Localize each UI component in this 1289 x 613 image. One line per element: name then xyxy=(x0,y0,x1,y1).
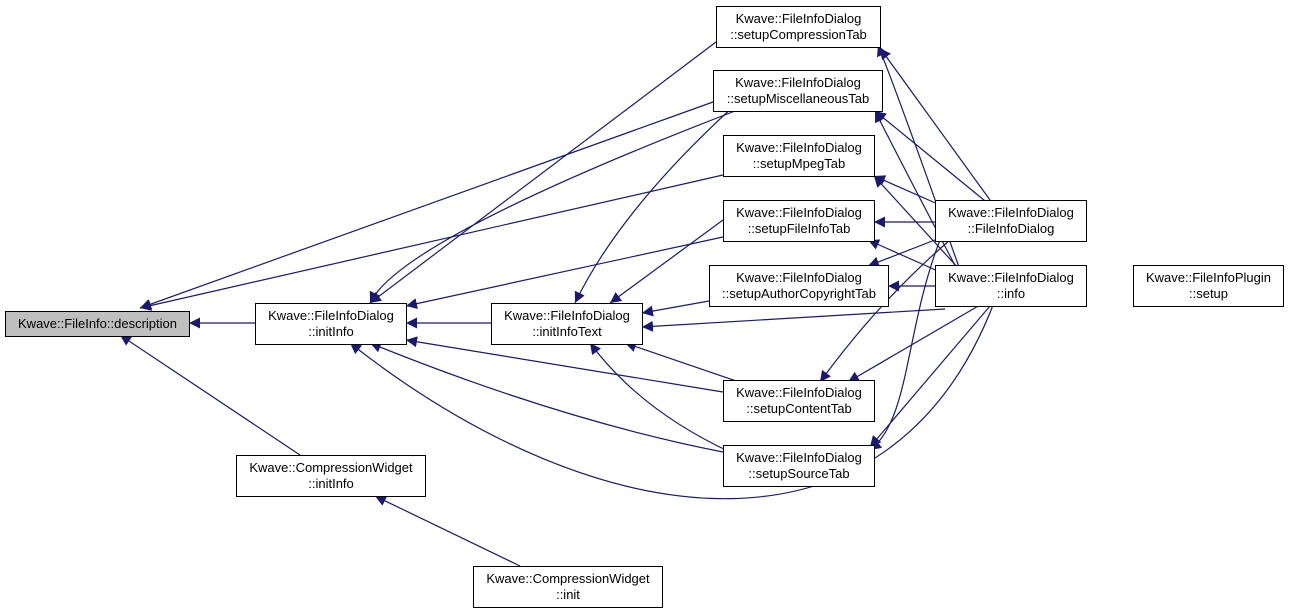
node-box xyxy=(1133,265,1284,307)
node-contentTab[interactable]: Kwave::FileInfoDialog::setupContentTab xyxy=(723,380,875,422)
node-label: ::setupAuthorCopyrightTab xyxy=(722,286,876,301)
node-label: Kwave::FileInfo::description xyxy=(18,316,177,331)
node-box xyxy=(491,303,643,345)
node-initInfoText[interactable]: Kwave::FileInfoDialog::initInfoText xyxy=(491,303,643,345)
edge-fileInfoDialog-to-miscTab xyxy=(874,110,991,206)
node-box xyxy=(5,311,190,337)
node-box xyxy=(709,265,889,307)
edge-info-to-fileInfoTab xyxy=(867,239,941,273)
node-label: ::setupCompressionTab xyxy=(730,27,867,42)
node-box xyxy=(723,445,875,487)
edge-authorTab-to-initInfoText xyxy=(641,300,710,317)
node-label: ::initInfo xyxy=(308,476,354,491)
edge-contentTab-to-initInfoText xyxy=(624,341,746,385)
node-cw_initInfo[interactable]: Kwave::CompressionWidget::initInfo xyxy=(236,455,426,497)
node-label: Kwave::FileInfoDialog xyxy=(948,205,1074,220)
edge-fileInfoDialog-to-compressionTab xyxy=(879,47,991,201)
node-label: Kwave::FileInfoDialog xyxy=(736,11,862,26)
node-box xyxy=(723,380,875,422)
node-label: Kwave::FileInfoDialog xyxy=(268,308,394,323)
node-label: ::setupFileInfoTab xyxy=(748,221,851,236)
edge-sourceTab-to-initInfo xyxy=(369,342,724,453)
node-label: Kwave::FileInfoDialog xyxy=(735,75,861,90)
node-box xyxy=(723,200,875,242)
edge-info-to-initInfo xyxy=(349,285,1001,500)
node-fileInfoDialog[interactable]: Kwave::FileInfoDialog::FileInfoDialog xyxy=(935,200,1087,242)
node-box xyxy=(723,135,875,177)
node-initInfo[interactable]: Kwave::FileInfoDialog::initInfo xyxy=(255,303,407,345)
edge-info-to-initInfoText xyxy=(641,308,946,332)
node-label: ::initInfo xyxy=(308,324,354,339)
node-label: Kwave::FileInfoPlugin xyxy=(1146,270,1271,285)
edge-miscTab-to-initInfoText xyxy=(574,104,736,304)
node-cw_init[interactable]: Kwave::CompressionWidget::init xyxy=(473,566,663,608)
node-compressionTab[interactable]: Kwave::FileInfoDialog::setupCompressionT… xyxy=(716,6,881,48)
node-box xyxy=(236,455,426,497)
edge-info-to-sourceTab xyxy=(869,305,991,448)
edge-miscTab-to-description xyxy=(139,101,714,310)
node-label: Kwave::FileInfoDialog xyxy=(736,270,862,285)
node-label: Kwave::FileInfoDialog xyxy=(736,205,862,220)
edge-info-to-contentTab xyxy=(847,304,981,383)
edge-miscTab-to-initInfo xyxy=(369,110,736,304)
node-label: ::FileInfoDialog xyxy=(968,221,1055,236)
edge-sourceTab-to-initInfoText xyxy=(589,342,731,453)
node-pluginSetup[interactable]: Kwave::FileInfoPlugin::setup xyxy=(1133,265,1284,307)
node-label: Kwave::FileInfoDialog xyxy=(504,308,630,323)
node-label: ::info xyxy=(997,286,1025,301)
edge-fileInfoDialog-to-sourceTab xyxy=(869,239,941,451)
node-box xyxy=(255,303,407,345)
node-label: ::init xyxy=(556,587,580,602)
edge-contentTab-to-initInfo xyxy=(405,336,724,393)
edge-cw_init-to-cw_initInfo xyxy=(374,495,521,567)
node-label: ::setupMpegTab xyxy=(753,156,846,171)
node-label: Kwave::FileInfoDialog xyxy=(736,385,862,400)
node-label: ::setup xyxy=(1189,286,1228,301)
node-info[interactable]: Kwave::FileInfoDialog::info xyxy=(935,265,1087,307)
edge-fileInfoTab-to-initInfoText xyxy=(609,219,724,304)
edge-fileInfoDialog-to-authorTab xyxy=(867,237,941,268)
node-label: Kwave::CompressionWidget xyxy=(486,571,650,586)
node-label: ::setupSourceTab xyxy=(748,466,849,481)
node-label: Kwave::FileInfoDialog xyxy=(948,270,1074,285)
edge-info-to-mpegTab xyxy=(873,175,961,271)
node-authorTab[interactable]: Kwave::FileInfoDialog::setupAuthorCopyri… xyxy=(709,265,889,307)
node-sourceTab[interactable]: Kwave::FileInfoDialog::setupSourceTab xyxy=(723,445,875,487)
node-mpegTab[interactable]: Kwave::FileInfoDialog::setupMpegTab xyxy=(723,135,875,177)
node-box xyxy=(935,265,1087,307)
edge-fileInfoDialog-to-mpegTab xyxy=(873,175,941,206)
node-label: ::setupMiscellaneousTab xyxy=(727,91,869,106)
edge-mpegTab-to-description xyxy=(139,174,724,311)
nodes-layer: Kwave::FileInfo::descriptionKwave::FileI… xyxy=(5,6,1284,608)
edge-compressionTab-to-initInfo xyxy=(369,41,717,304)
node-miscTab[interactable]: Kwave::FileInfoDialog::setupMiscellaneou… xyxy=(713,70,883,112)
node-label: Kwave::FileInfoDialog xyxy=(736,140,862,155)
node-fileInfoTab[interactable]: Kwave::FileInfoDialog::setupFileInfoTab xyxy=(723,200,875,242)
node-description[interactable]: Kwave::FileInfo::description xyxy=(5,311,190,337)
edge-cw_initInfo-to-description xyxy=(119,334,301,456)
node-label: Kwave::CompressionWidget xyxy=(249,460,413,475)
node-box xyxy=(713,70,883,112)
edge-fileInfoTab-to-initInfo xyxy=(405,236,724,310)
node-box xyxy=(935,200,1087,242)
node-box xyxy=(473,566,663,608)
node-label: ::setupContentTab xyxy=(746,401,852,416)
edges-layer xyxy=(119,41,1001,567)
node-label: Kwave::FileInfoDialog xyxy=(736,450,862,465)
edge-info-to-miscTab xyxy=(874,110,961,276)
node-box xyxy=(716,6,881,48)
node-label: ::initInfoText xyxy=(532,324,602,339)
